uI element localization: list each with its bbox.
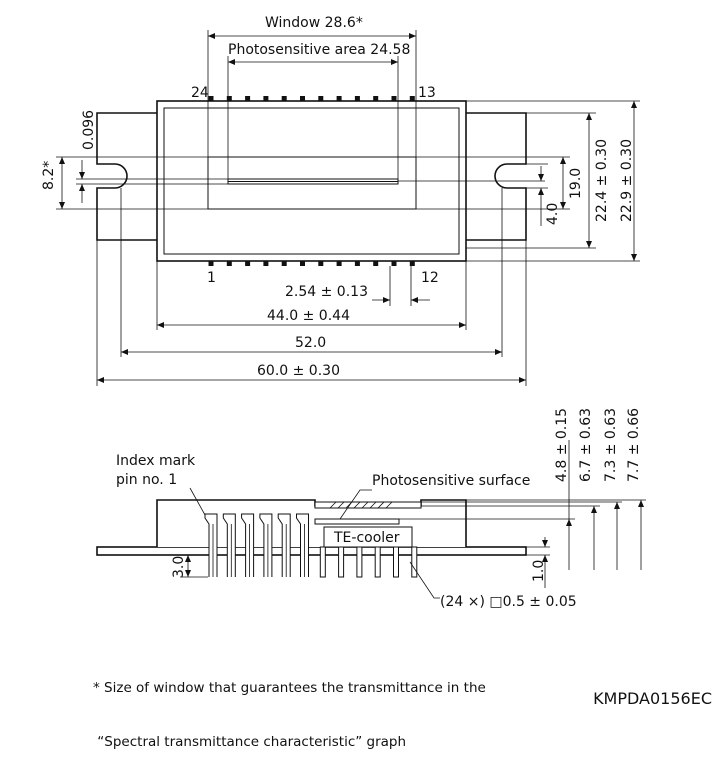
dim-48-label: 4.8 ± 0.15: [554, 408, 570, 482]
pin-24-label: 24: [191, 85, 209, 101]
side-pin: [319, 546, 326, 578]
bottom-pin: [281, 261, 287, 266]
window-dimension-label: Window 28.6*: [265, 15, 363, 31]
bottom-pin: [208, 261, 214, 266]
side-pin: [259, 513, 273, 577]
top-pin: [354, 96, 360, 101]
photosensitive-surface-label: Photosensitive surface: [372, 473, 530, 489]
side-pin: [338, 546, 345, 578]
side-pin: [277, 513, 291, 577]
side-pin-row: [204, 513, 418, 578]
dim-82-label: 8.2*: [41, 161, 57, 190]
window: [207, 156, 417, 210]
top-pin: [208, 96, 214, 101]
dim-40-label: 4.0: [545, 203, 561, 225]
bottom-pin: [409, 261, 415, 266]
side-pin: [374, 546, 381, 578]
photosensitive-area-dimension-label: Photosensitive area 24.58: [228, 42, 410, 58]
te-cooler: [323, 526, 413, 548]
pin-1-label: 1: [207, 270, 216, 286]
top-pin: [373, 96, 379, 101]
footnote-line-1: * Size of window that guarantees the tra…: [93, 680, 486, 696]
side-base: [96, 546, 527, 556]
dim-229-label: 22.9 ± 0.30: [619, 139, 635, 222]
dim-520-label: 52.0: [295, 335, 326, 351]
drawing-code: KMPDA0156EC: [593, 689, 712, 708]
dim-77-label: 7.7 ± 0.66: [626, 408, 642, 482]
bottom-pin: [391, 261, 397, 266]
dim-440-label: 44.0 ± 0.44: [267, 308, 350, 324]
bottom-pin: [245, 261, 251, 266]
pin-spec-label: (24 ×) □0.5 ± 0.05: [440, 594, 577, 610]
right-flange: [466, 112, 527, 241]
top-pin-row: [208, 96, 415, 101]
bottom-pin-row: [208, 261, 415, 266]
side-pin: [241, 513, 255, 577]
side-pin: [393, 546, 399, 578]
pin-12-label: 12: [421, 270, 439, 286]
dim-10-label: 1.0: [531, 560, 547, 582]
dim-67-label: 6.7 ± 0.63: [578, 408, 594, 482]
side-pin: [411, 546, 418, 578]
side-pin: [356, 546, 363, 578]
bottom-pin: [318, 261, 324, 266]
top-pin: [263, 96, 269, 101]
top-pin: [281, 96, 287, 101]
side-pin: [296, 513, 309, 577]
dim-190-label: 19.0: [568, 168, 584, 199]
footnote-line-2: “Spectral transmittance characteristic” …: [93, 734, 407, 750]
top-pin: [391, 96, 397, 101]
top-pin: [318, 96, 324, 101]
dim-73-label: 7.3 ± 0.63: [603, 408, 619, 482]
bottom-pin: [300, 261, 305, 266]
dim-254-label: 2.54 ± 0.13: [285, 284, 368, 300]
side-pin: [222, 513, 236, 577]
sensor-chip: [314, 518, 400, 525]
side-pin: [204, 513, 218, 577]
dim-0096-label: 0.096: [81, 110, 97, 150]
left-flange: [96, 112, 157, 241]
top-pin: [245, 96, 251, 101]
bottom-pin: [263, 261, 269, 266]
footnote: * Size of window that guarantees the tra…: [93, 643, 486, 769]
bottom-pin: [226, 261, 232, 266]
bottom-pin: [354, 261, 360, 266]
top-pin: [226, 96, 232, 101]
pin-13-label: 13: [418, 85, 436, 101]
side-view: TE-cooler Index mark pin no. 1 Photosens…: [96, 408, 646, 610]
dim-224-label: 22.4 ± 0.30: [594, 139, 610, 222]
bottom-pin: [373, 261, 379, 266]
top-pin: [336, 96, 342, 101]
index-mark-pin-label: pin no. 1: [116, 472, 177, 488]
package-dimensional-outline: 24 13 1 12 Window 28.6* Photosensitive a…: [41, 15, 646, 610]
dim-600-label: 60.0 ± 0.30: [257, 363, 340, 379]
te-cooler-label: TE-cooler: [333, 530, 400, 546]
top-view: 24 13 1 12 Window 28.6* Photosensitive a…: [41, 15, 640, 386]
top-pin: [409, 96, 415, 101]
dim-30-label: 3.0: [171, 556, 187, 578]
top-pin: [300, 96, 305, 101]
index-mark-label: Index mark: [116, 453, 196, 469]
bottom-pin: [336, 261, 342, 266]
